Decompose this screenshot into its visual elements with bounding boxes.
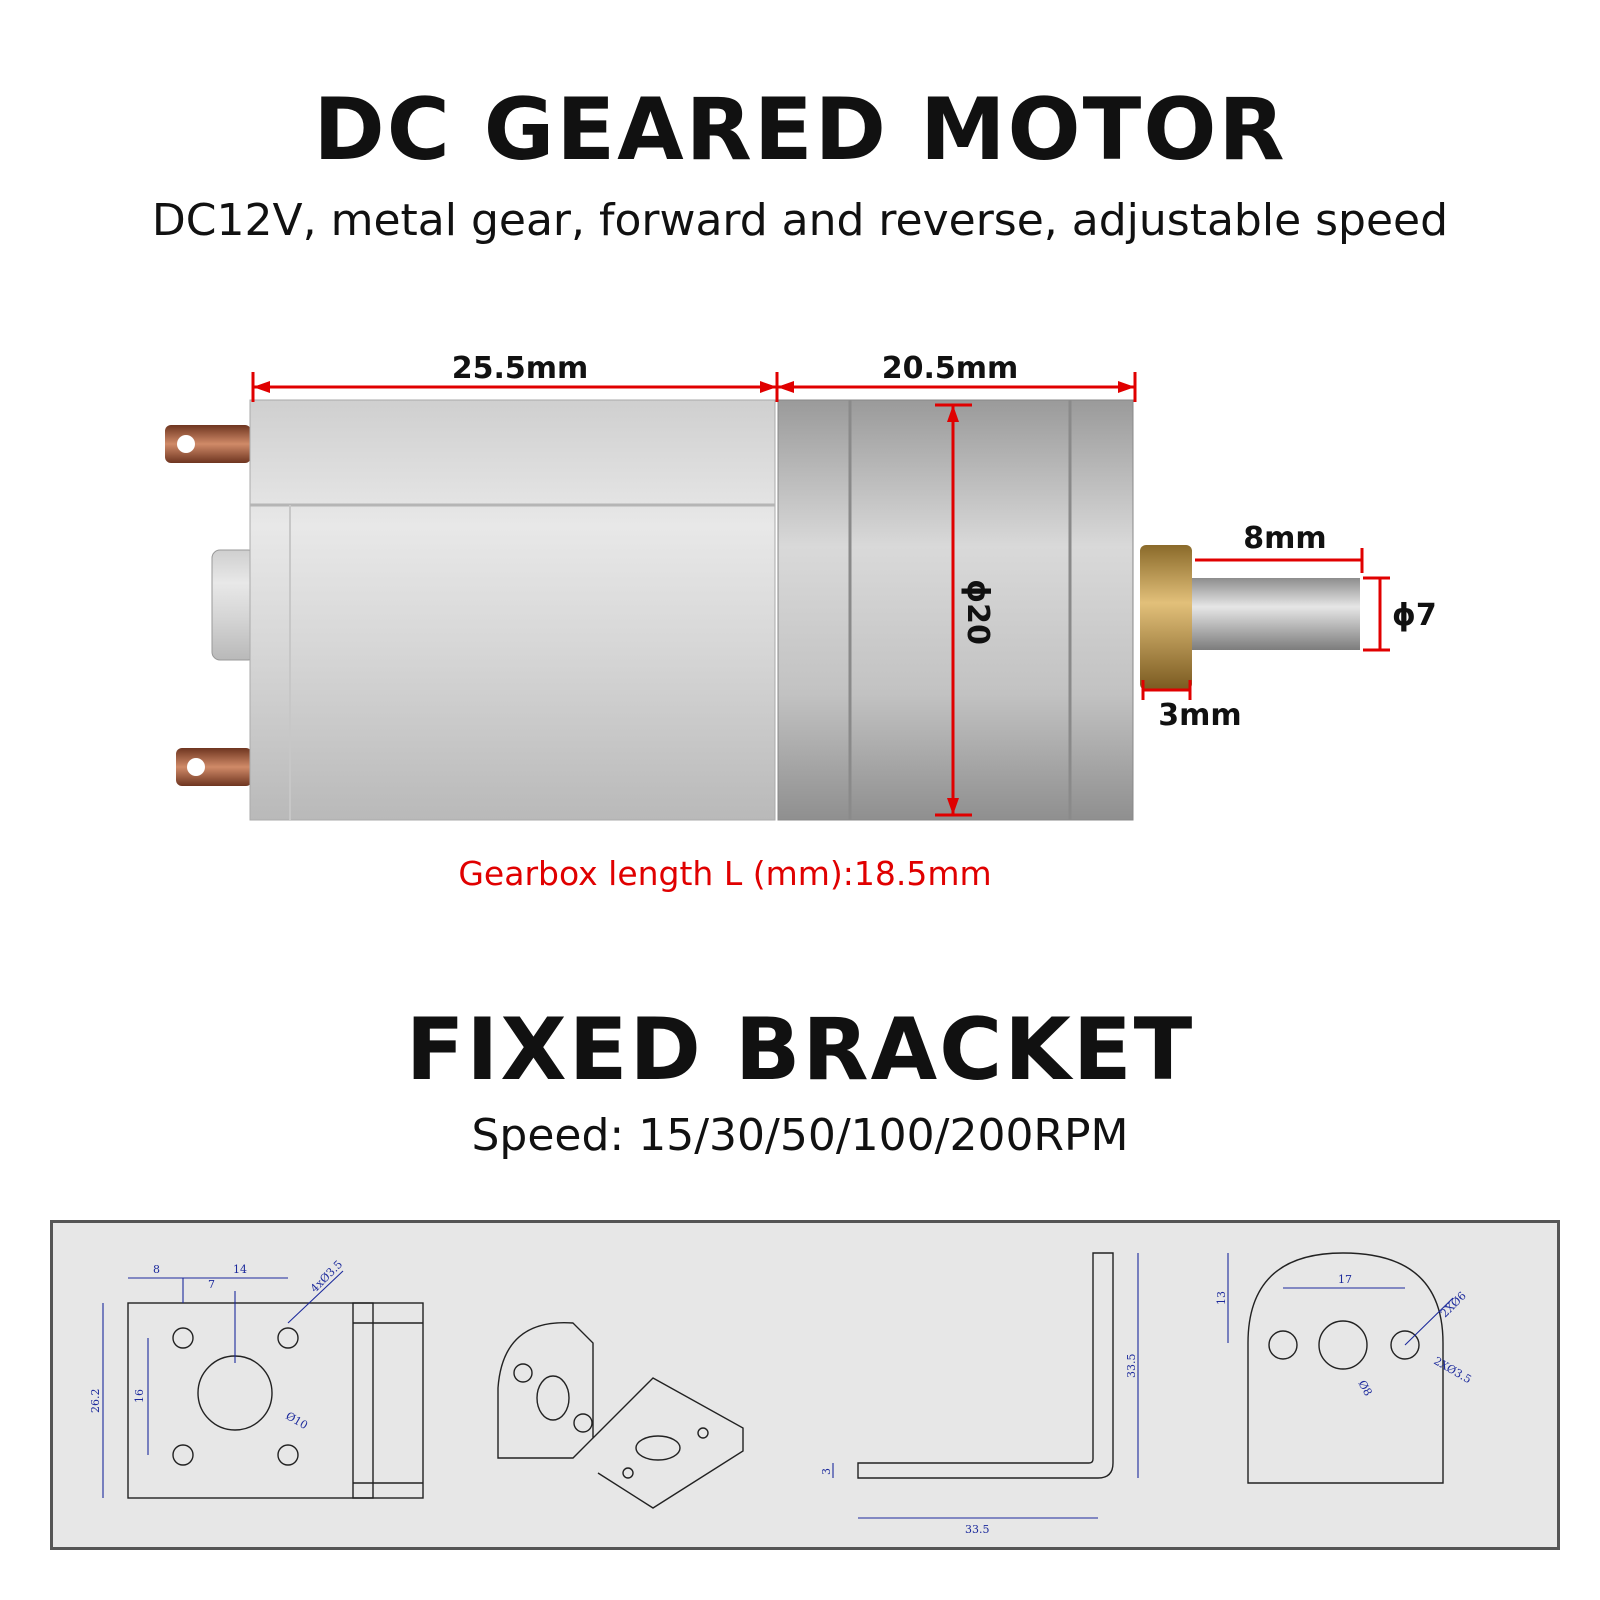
dim-bushing: 3mm bbox=[1158, 698, 1241, 733]
bracket-cad-drawing: 8 14 7 4xØ3.5 26.2 16 Ø10 33.5 3 33.5 13… bbox=[89, 1252, 1474, 1536]
main-title: DC GEARED MOTOR bbox=[313, 80, 1287, 180]
front-dim-7: 7 bbox=[208, 1278, 215, 1291]
main-subtitle: DC12V, metal gear, forward and reverse, … bbox=[151, 195, 1449, 246]
dim-motor-length: 25.5mm bbox=[452, 351, 589, 386]
dim-shaft-diameter: ϕ7 bbox=[1392, 598, 1437, 633]
bracket-subtitle: Speed: 15/30/50/100/200RPM bbox=[471, 1110, 1129, 1161]
end-dim-17: 17 bbox=[1338, 1273, 1352, 1286]
end-hole-spec: 2XØ3.5 bbox=[1432, 1354, 1474, 1386]
end-center-hole bbox=[1318, 1320, 1368, 1370]
front-dim-16: 16 bbox=[133, 1389, 146, 1403]
motor-diagram: 25.5mm 20.5mm ϕ20 8mm ϕ7 3mm Gearbox len… bbox=[165, 351, 1437, 893]
output-shaft bbox=[1192, 578, 1360, 650]
front-hole-spec: 4xØ3.5 bbox=[308, 1258, 345, 1295]
terminal-bottom bbox=[176, 748, 252, 786]
end-dim-13: 13 bbox=[1215, 1291, 1228, 1305]
iso-bracket bbox=[497, 1321, 594, 1459]
terminal-top bbox=[165, 425, 251, 463]
motor-can bbox=[249, 399, 776, 821]
side-dim-33-5-h: 33.5 bbox=[1125, 1354, 1138, 1379]
side-dim-3: 3 bbox=[820, 1468, 833, 1475]
bracket-drawing-panel: 8 14 7 4xØ3.5 26.2 16 Ø10 33.5 3 33.5 13… bbox=[50, 1220, 1560, 1550]
gearbox bbox=[777, 399, 1134, 821]
rear-bearing-boss bbox=[211, 549, 257, 661]
dim-diameter: ϕ20 bbox=[960, 579, 995, 645]
side-view-profile bbox=[857, 1252, 1114, 1479]
end-center-dia: Ø8 bbox=[1355, 1378, 1374, 1398]
bracket-title: FIXED BRACKET bbox=[405, 1000, 1195, 1100]
front-dim-8: 8 bbox=[153, 1263, 160, 1276]
front-view-plate bbox=[127, 1302, 374, 1499]
front-center-dia: Ø10 bbox=[284, 1409, 310, 1432]
front-center-hole bbox=[197, 1355, 273, 1431]
front-dim-14: 14 bbox=[233, 1263, 247, 1276]
brass-bushing bbox=[1140, 545, 1192, 690]
dim-gearbox-length: 20.5mm bbox=[882, 351, 1019, 386]
end-slot-spec: 2XØ6 bbox=[1438, 1289, 1469, 1320]
dim-shaft-length: 8mm bbox=[1243, 521, 1326, 556]
side-dim-33-5-w: 33.5 bbox=[965, 1523, 990, 1536]
front-dim-26-2: 26.2 bbox=[89, 1389, 102, 1414]
gearbox-note: Gearbox length L (mm):18.5mm bbox=[458, 854, 991, 893]
